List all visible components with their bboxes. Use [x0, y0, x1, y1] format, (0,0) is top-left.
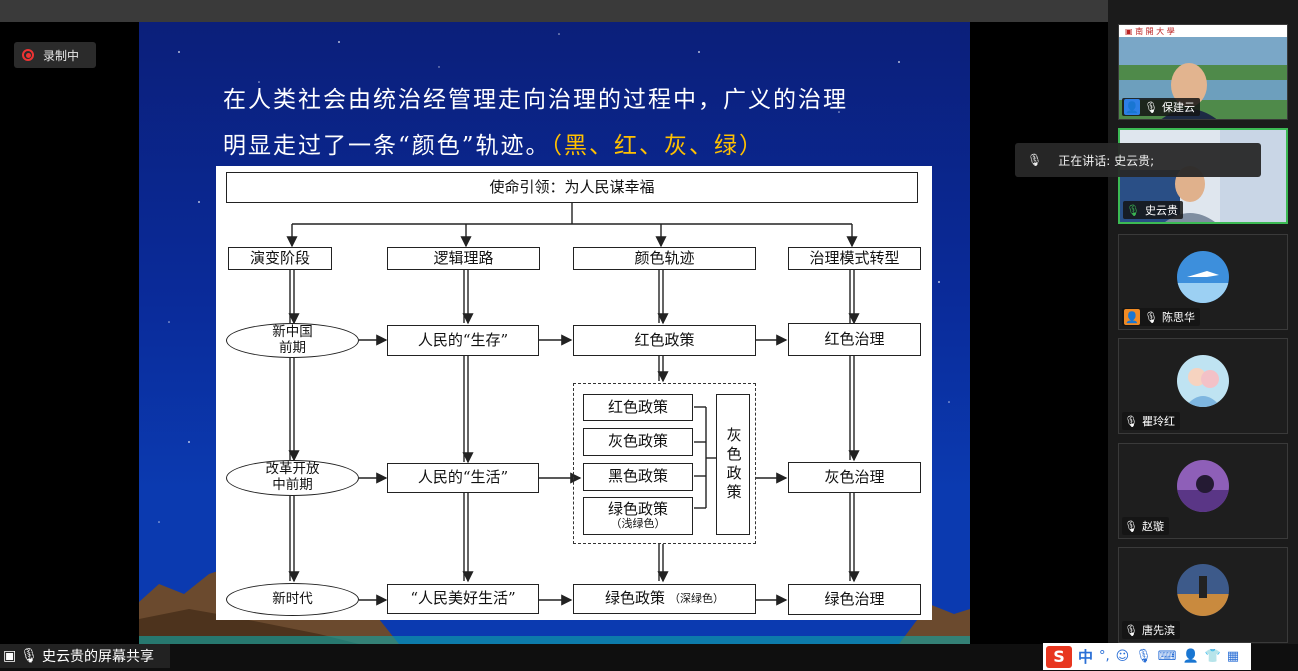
participant-name: 赵璇 [1141, 520, 1164, 533]
sogou-logo-icon[interactable]: S [1046, 645, 1072, 668]
screen-share-indicator[interactable]: ▣ 🎙 史云贵的屏幕共享 [0, 644, 170, 668]
participant-name: 史云贵 [1145, 204, 1178, 217]
mic-muted-icon: 🎙 [1144, 100, 1158, 114]
group-black-policy: 黑色政策 [583, 463, 693, 491]
governance-flow-diagram: 使命引领：为人民谋幸福 演变阶段 逻辑理路 颜色轨迹 治理模式转型 新中国前期 … [216, 166, 932, 620]
participant-name-tag: 👤 🎙 陈思华 [1122, 308, 1200, 326]
stage-line: 新中国 [272, 323, 313, 340]
stage-line: 改革开放 [265, 461, 320, 478]
stage-line: 前期 [279, 339, 306, 356]
mic-muted-icon: 🎙 [1124, 623, 1138, 637]
ime-toolbar[interactable]: S 中 °, ☺ 🎙 ⌨ 👤 👕 ▦ [1043, 643, 1251, 670]
mission-box: 使命引领：为人民谋幸福 [226, 172, 918, 203]
ime-mode-toggle[interactable]: 中 [1078, 648, 1094, 666]
governance-green: 绿色治理 [788, 584, 921, 615]
logic-survival: 人民的“生存” [387, 325, 539, 356]
mic-muted-icon: 🎙 [1124, 414, 1138, 428]
participant-name-tag: 🎙 唐先滨 [1122, 621, 1180, 639]
record-icon [22, 49, 34, 61]
mic-active-icon: 🎙 [1126, 203, 1140, 217]
slide-title-line1: 在人类社会由统治经管理走向治理的过程中，广义的治理 [223, 87, 848, 113]
color-red-policy: 红色政策 [573, 325, 756, 356]
logic-life: 人民的“生活” [387, 463, 539, 493]
participant-tile[interactable]: 🎙 瞿玲红 [1118, 338, 1288, 434]
emoji-icon[interactable]: ☺ [1115, 649, 1130, 664]
recording-label: 录制中 [43, 48, 80, 63]
person-icon: 👤 [1124, 99, 1140, 115]
mic-muted-icon: 🎙 [1144, 310, 1158, 324]
participant-panel: ▣ 南 開 大 學 👤 🎙 保建云 🎙 史云贵 👤 🎙 [1108, 0, 1298, 644]
participant-name-tag: 🎙 赵璇 [1122, 517, 1169, 535]
group-green-policy: 绿色政策 （浅绿色） [583, 497, 693, 535]
header-evolution-stage: 演变阶段 [228, 247, 332, 270]
participant-name-tag: 🎙 瞿玲红 [1122, 412, 1180, 430]
stage-line: 中前期 [272, 477, 313, 493]
avatar [1177, 564, 1229, 616]
governance-gray: 灰色治理 [788, 462, 921, 493]
participant-name: 陈思华 [1161, 311, 1195, 324]
grid-menu-icon[interactable]: ▦ [1226, 649, 1240, 664]
participant-tile[interactable]: 🎙 唐先滨 [1118, 547, 1288, 643]
header-color-track: 颜色轨迹 [573, 247, 756, 270]
avatar [1177, 355, 1229, 407]
green-policy-label: 绿色政策 [604, 589, 665, 608]
gray-policy-vertical-label: 灰色政策 [724, 426, 743, 503]
participant-name: 保建云 [1161, 101, 1195, 114]
group-green-policy-label: 绿色政策 [607, 500, 668, 519]
governance-red: 红色治理 [788, 323, 921, 356]
speaking-label: 正在讲话: 史云贵; [1058, 153, 1155, 168]
person-icon: 👤 [1124, 309, 1140, 325]
top-toolbar [0, 0, 1108, 22]
svg-text:▣ 南 開 大 學: ▣ 南 開 大 學 [1125, 26, 1175, 36]
participant-tile[interactable]: 🎙 赵璇 [1118, 443, 1288, 539]
color-policy-group [573, 383, 756, 544]
user-icon[interactable]: 👤 [1182, 649, 1199, 664]
mic-icon: 🎙 [20, 648, 39, 664]
slide-title-highlight: （黑、红、灰、绿） [550, 133, 765, 159]
slide-title-line2: 明显走过了一条“颜色”轨迹。（黑、红、灰、绿） [223, 126, 764, 160]
participant-name-tag: 👤 🎙 保建云 [1122, 98, 1200, 116]
dark-green-note: （深绿色） [669, 591, 724, 605]
recording-indicator[interactable]: 录制中 [14, 42, 96, 68]
speaking-indicator: 🎙 正在讲话: 史云贵; [1015, 143, 1261, 177]
gray-policy-vertical: 灰色政策 [716, 394, 750, 535]
keyboard-icon[interactable]: ⌨ [1157, 649, 1177, 664]
mic-muted-icon: 🎙 [1027, 153, 1043, 167]
avatar [1177, 251, 1229, 303]
logic-better-life: “人民美好生活” [387, 584, 539, 614]
skin-icon[interactable]: 👕 [1204, 649, 1221, 664]
screen-share-icon: ▣ [3, 648, 17, 664]
screen-share-label: 史云贵的屏幕共享 [42, 649, 155, 665]
participant-name-tag: 🎙 史云贵 [1123, 201, 1183, 219]
participant-name: 唐先滨 [1141, 624, 1175, 637]
group-gray-policy: 灰色政策 [583, 428, 693, 456]
color-green-policy: 绿色政策 （深绿色） [573, 584, 756, 614]
group-red-policy: 红色政策 [583, 394, 693, 421]
mic-icon[interactable]: 🎙 [1135, 649, 1152, 664]
mic-muted-icon: 🎙 [1124, 519, 1138, 533]
punctuation-toggle[interactable]: °, [1099, 649, 1110, 664]
participant-tile[interactable]: ▣ 南 開 大 學 👤 🎙 保建云 [1118, 24, 1288, 120]
stage-new-era: 新时代 [226, 583, 359, 616]
header-logic: 逻辑理路 [387, 247, 540, 270]
participant-name: 瞿玲红 [1141, 415, 1175, 428]
light-green-note: （浅绿色） [610, 517, 666, 531]
header-governance-transition: 治理模式转型 [788, 247, 921, 270]
diagram-connectors [286, 203, 860, 606]
video-feed: ▣ 南 開 大 學 [1119, 25, 1287, 119]
avatar [1177, 460, 1229, 512]
stage-reform-era: 改革开放中前期 [226, 460, 359, 496]
participant-tile[interactable]: 👤 🎙 陈思华 [1118, 234, 1288, 330]
stage-early-prc: 新中国前期 [226, 323, 359, 358]
slide-title-line2-main: 明显走过了一条“颜色”轨迹。 [223, 133, 551, 159]
